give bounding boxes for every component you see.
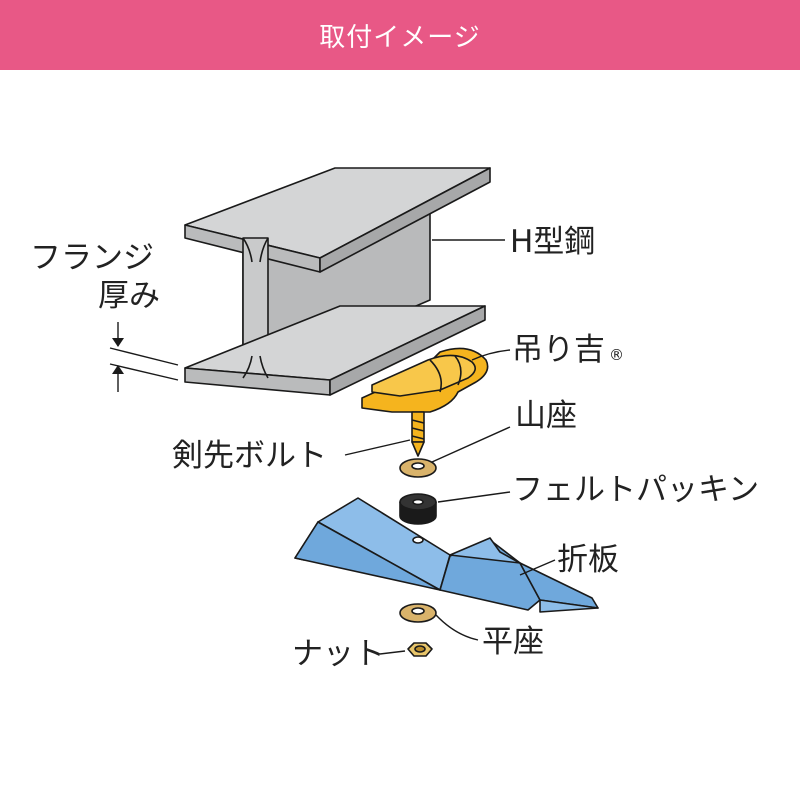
plate-leader xyxy=(519,559,556,576)
hiraza-label: 平座 xyxy=(482,624,544,660)
bolt-label: 剣先ボルト xyxy=(172,438,327,474)
folded-plate xyxy=(294,497,599,613)
nut xyxy=(407,642,433,657)
plate-label: 折板 xyxy=(557,542,619,578)
arrowhead-up xyxy=(112,365,124,374)
nut-leader xyxy=(379,650,406,655)
h-steel-label: H型鋼 xyxy=(510,224,595,260)
bolt-leader xyxy=(344,439,411,456)
yamaza-label: 山座 xyxy=(515,398,577,434)
header-bar: 取付イメージ xyxy=(0,0,800,70)
arrowhead-down xyxy=(112,338,124,347)
h-steel-beam xyxy=(184,167,491,396)
felt-leader xyxy=(437,491,511,503)
hiraza-leader xyxy=(435,614,479,641)
tsurikichi-label: 吊り吉 xyxy=(512,332,605,368)
felt-packing xyxy=(399,493,437,525)
flange-label-line2: 厚み xyxy=(98,278,160,314)
nut-label: ナット xyxy=(292,636,385,672)
bolt xyxy=(411,411,425,457)
flange-dimension-line-bottom xyxy=(109,363,179,381)
flange-label-line1: フランジ xyxy=(30,240,154,276)
yamaza-washer xyxy=(399,458,437,478)
tsurikichi-leader xyxy=(471,349,511,361)
page-title: 取付イメージ xyxy=(319,22,481,53)
felt-label: フェルトパッキン xyxy=(512,472,759,508)
flange-dimension-line-top xyxy=(109,347,179,366)
hiraza-washer xyxy=(399,603,437,623)
yamaza-leader xyxy=(431,426,511,463)
tsurikichi-clamp xyxy=(361,347,489,413)
registered-mark: ® xyxy=(609,346,624,364)
